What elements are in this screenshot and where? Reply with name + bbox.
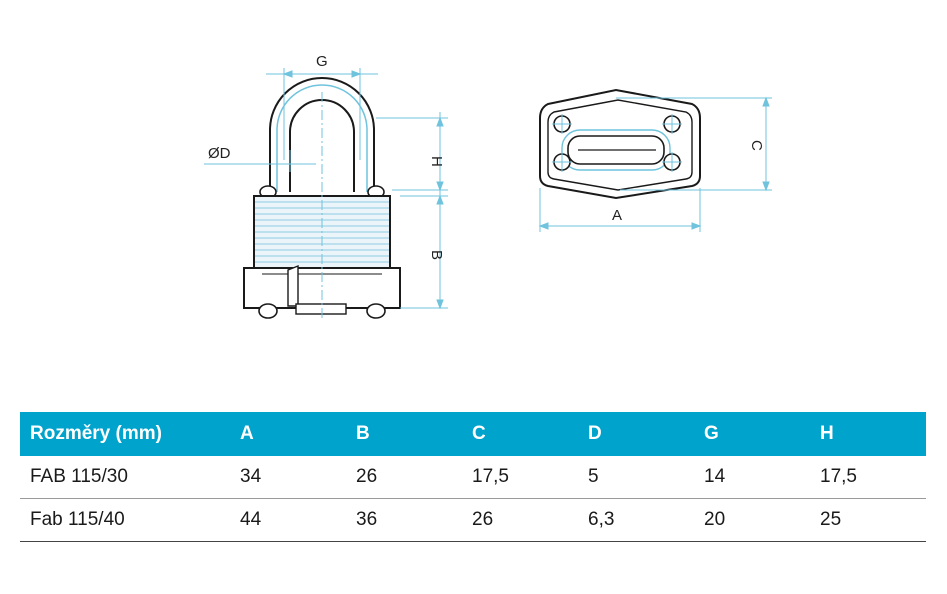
cell-c: 17,5 <box>462 456 578 499</box>
table-header-row: Rozměry (mm) A B C D G H <box>20 412 926 456</box>
header-c: C <box>462 412 578 456</box>
table-row: Fab 115/40 44 36 26 6,3 20 25 <box>20 498 926 542</box>
keyway-tab <box>287 264 299 307</box>
cell-b: 36 <box>346 498 462 542</box>
label-d: ØD <box>208 145 231 162</box>
shackle-highlight <box>276 84 368 192</box>
top-dimensions <box>538 96 772 232</box>
label-h: H <box>428 156 445 167</box>
header-a: A <box>230 412 346 456</box>
label-c: C <box>748 140 765 151</box>
label-b: B <box>428 250 445 260</box>
header-dimensions: Rozměry (mm) <box>20 412 230 456</box>
shackle-slot-outer <box>561 129 671 171</box>
header-d: D <box>578 412 694 456</box>
dimensions-table: Rozměry (mm) A B C D G H FAB 115/30 34 2… <box>20 412 926 542</box>
cell-a: 44 <box>230 498 346 542</box>
padlock-technical-drawing: G ØD H B A C <box>204 53 772 320</box>
front-dimensions <box>204 68 448 310</box>
header-g: G <box>694 412 810 456</box>
shackle-outer <box>269 77 375 192</box>
rivet-bottom-right <box>366 303 386 319</box>
label-a: A <box>612 207 622 224</box>
cell-d: 5 <box>578 456 694 499</box>
cell-g: 14 <box>694 456 810 499</box>
key-cylinder <box>295 303 347 315</box>
top-outline-inner <box>547 99 693 191</box>
cell-model: FAB 115/30 <box>20 456 230 499</box>
cell-h: 25 <box>810 498 926 542</box>
shackle-slot <box>567 135 665 165</box>
cell-h: 17,5 <box>810 456 926 499</box>
table-row: FAB 115/30 34 26 17,5 5 14 17,5 <box>20 456 926 499</box>
cell-c: 26 <box>462 498 578 542</box>
header-b: B <box>346 412 462 456</box>
top-outline-outer <box>539 88 701 200</box>
cell-g: 20 <box>694 498 810 542</box>
cell-model: Fab 115/40 <box>20 498 230 542</box>
label-g: G <box>316 53 328 70</box>
padlock-front-view <box>243 77 401 320</box>
header-h: H <box>810 412 926 456</box>
cell-d: 6,3 <box>578 498 694 542</box>
rivet-bottom-left <box>258 303 278 319</box>
padlock-top-view <box>539 88 701 200</box>
cell-a: 34 <box>230 456 346 499</box>
cell-b: 26 <box>346 456 462 499</box>
